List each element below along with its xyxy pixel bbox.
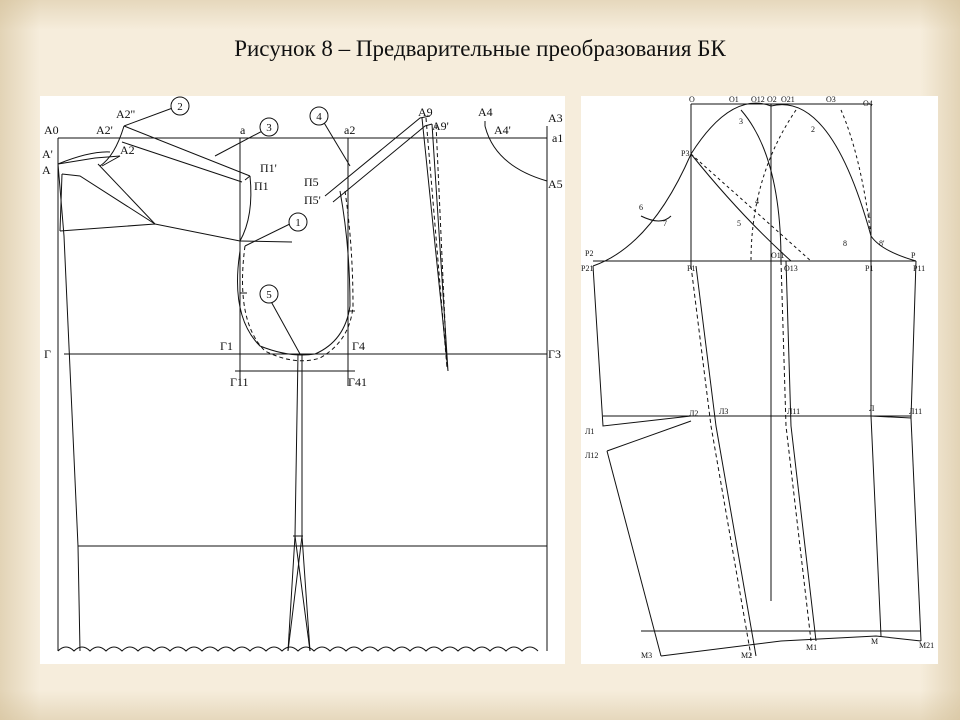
- svg-text:Л1: Л1: [585, 427, 594, 436]
- svg-text:2: 2: [811, 125, 815, 134]
- label-A0: A0: [44, 123, 59, 137]
- svg-text:3: 3: [739, 117, 743, 126]
- marker-4: 4: [309, 106, 329, 126]
- marker-3: 3: [259, 117, 279, 137]
- svg-text:Л11: Л11: [909, 407, 922, 416]
- label-G11: Г11: [230, 375, 249, 389]
- label-P1-prime: П1': [260, 161, 277, 175]
- svg-text:1: 1: [295, 217, 301, 229]
- svg-text:M1: M1: [806, 643, 817, 652]
- svg-text:P2: P2: [585, 249, 593, 258]
- svg-text:5: 5: [266, 289, 272, 301]
- label-a2: a2: [344, 123, 355, 137]
- label-A3: A3: [548, 111, 563, 125]
- label-A9-prime: A9': [432, 119, 449, 133]
- svg-text:O12: O12: [751, 96, 765, 104]
- label-A5: A5: [548, 177, 563, 191]
- bodice-drawing-panel: 2 3 4 1 5 A0 A' A A2'' A2' A2 a a2 a1 П1…: [40, 96, 565, 664]
- svg-text:Л3: Л3: [719, 407, 728, 416]
- label-A2-dprime: A2'': [116, 107, 135, 121]
- label-P5: П5: [304, 175, 319, 189]
- label-G: Г: [44, 347, 51, 361]
- marker-1: 1: [288, 212, 308, 232]
- label-G1: Г1: [220, 339, 233, 353]
- svg-text:O11: O11: [771, 251, 784, 260]
- svg-text:O13: O13: [784, 264, 798, 273]
- svg-text:Л2: Л2: [689, 409, 698, 418]
- label-A9: A9: [418, 105, 433, 119]
- svg-text:O3: O3: [826, 96, 836, 104]
- svg-text:3: 3: [266, 122, 272, 134]
- label-P1: П1: [254, 179, 269, 193]
- svg-text:7: 7: [663, 219, 667, 228]
- svg-text:8: 8: [843, 239, 847, 248]
- label-A4-prime: A4': [494, 123, 511, 137]
- svg-text:P: P: [911, 251, 916, 260]
- label-P5-prime: П5': [304, 193, 321, 207]
- svg-text:M3: M3: [641, 651, 652, 660]
- svg-text:8': 8': [879, 239, 885, 248]
- svg-text:4: 4: [316, 111, 322, 123]
- svg-text:5: 5: [737, 219, 741, 228]
- label-A2-prime: A2': [96, 123, 113, 137]
- svg-text:O21: O21: [781, 96, 795, 104]
- svg-text:P11: P11: [913, 264, 925, 273]
- svg-text:P1: P1: [865, 264, 873, 273]
- svg-text:4: 4: [755, 197, 759, 206]
- label-A: A: [42, 163, 51, 177]
- svg-text:P3: P3: [681, 149, 689, 158]
- label-A-prime: A': [42, 147, 53, 161]
- marker-5: 5: [259, 284, 279, 304]
- svg-text:6: 6: [639, 203, 643, 212]
- svg-text:P21: P21: [581, 264, 593, 273]
- label-G3: Г3: [548, 347, 561, 361]
- sleeve-drawing: 3 2 1 4 5 6 7 8 8' O O1 O12 O2 O21 O3 O4…: [581, 96, 934, 660]
- svg-text:O4: O4: [863, 99, 873, 108]
- bodice-drawing: 2 3 4 1 5 A0 A' A A2'' A2' A2 a a2 a1 П1…: [42, 96, 563, 652]
- svg-text:Л11: Л11: [787, 407, 800, 416]
- marker-2: 2: [170, 96, 190, 116]
- svg-text:Л: Л: [869, 404, 875, 413]
- svg-text:1: 1: [867, 211, 871, 220]
- label-a: a: [240, 123, 246, 137]
- slide-title: Рисунок 8 – Предварительные преобразован…: [234, 36, 726, 61]
- svg-text:M2: M2: [741, 651, 752, 660]
- svg-text:2: 2: [177, 101, 183, 113]
- svg-text:Л12: Л12: [585, 451, 598, 460]
- label-G4: Г4: [352, 339, 365, 353]
- label-A4: A4: [478, 105, 493, 119]
- svg-text:M21: M21: [919, 641, 934, 650]
- sleeve-drawing-panel: 3 2 1 4 5 6 7 8 8' O O1 O12 O2 O21 O3 O4…: [581, 96, 938, 664]
- svg-text:P1: P1: [687, 264, 695, 273]
- label-a1: a1: [552, 131, 563, 145]
- svg-text:O1: O1: [729, 96, 739, 104]
- svg-text:O: O: [689, 96, 695, 104]
- label-A2: A2: [120, 143, 135, 157]
- label-G41: Г41: [348, 375, 367, 389]
- svg-text:M: M: [871, 637, 878, 646]
- svg-text:O2: O2: [767, 96, 777, 104]
